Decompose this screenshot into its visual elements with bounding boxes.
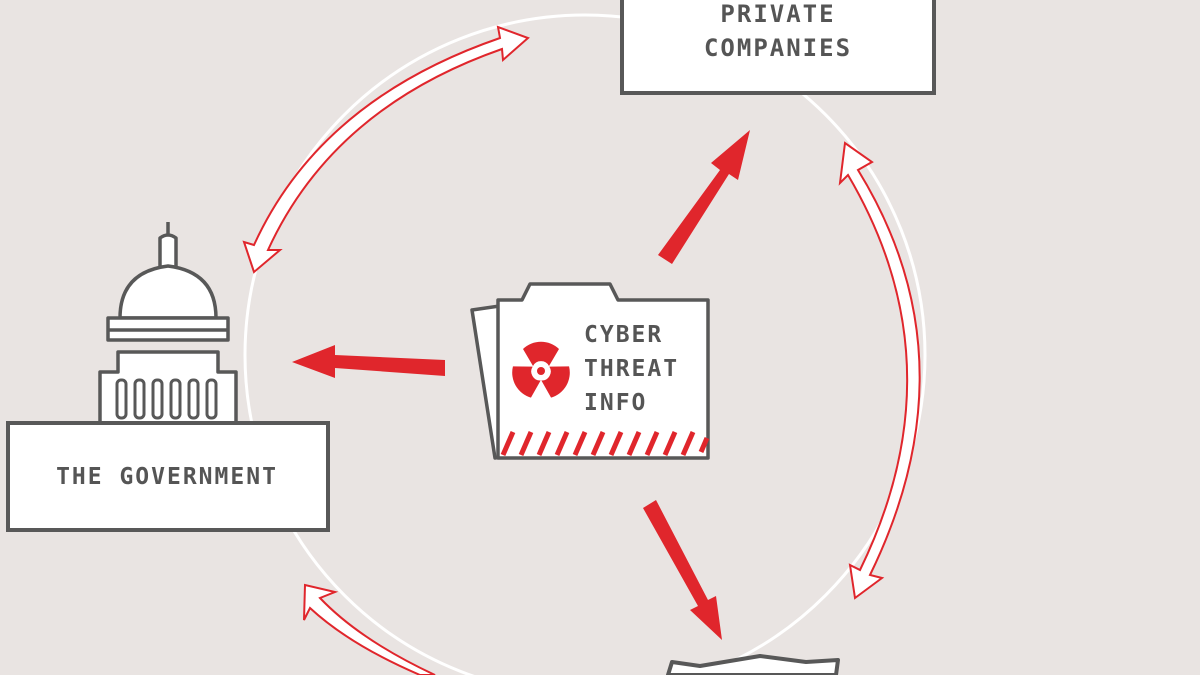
cyber-threat-label-line3: INFO <box>584 390 647 416</box>
private-companies-label-line2: COMPANIES <box>704 34 852 62</box>
government-box <box>6 421 330 532</box>
bottom-node-partial <box>666 654 840 675</box>
double-arrow-government-companies <box>242 25 530 274</box>
cyber-threat-label-line1: CYBER <box>584 322 663 348</box>
file-folder-icon <box>470 282 710 460</box>
solid-arrow-to-companies <box>658 130 750 264</box>
private-companies-label-line1: PRIVATE <box>720 0 835 28</box>
capitol-columns <box>115 378 218 420</box>
solid-arrow-to-government <box>292 345 445 378</box>
cycle-ring <box>243 13 927 675</box>
government-label: THE GOVERNMENT <box>56 464 278 490</box>
cyber-threat-info-node: CYBER THREAT INFO <box>470 282 710 460</box>
private-companies-node: PRIVATE COMPANIES <box>620 0 936 95</box>
double-arrow-bottom-government <box>303 583 436 675</box>
private-companies-box <box>620 0 936 95</box>
double-arrow-companies-bottom <box>838 141 921 600</box>
government-node: THE GOVERNMENT <box>6 222 330 532</box>
cyber-threat-label-line2: THREAT <box>584 356 679 382</box>
hazard-stripes <box>500 431 710 456</box>
radiation-hazard-icon <box>512 341 570 398</box>
solid-arrow-to-bottom <box>643 500 722 640</box>
